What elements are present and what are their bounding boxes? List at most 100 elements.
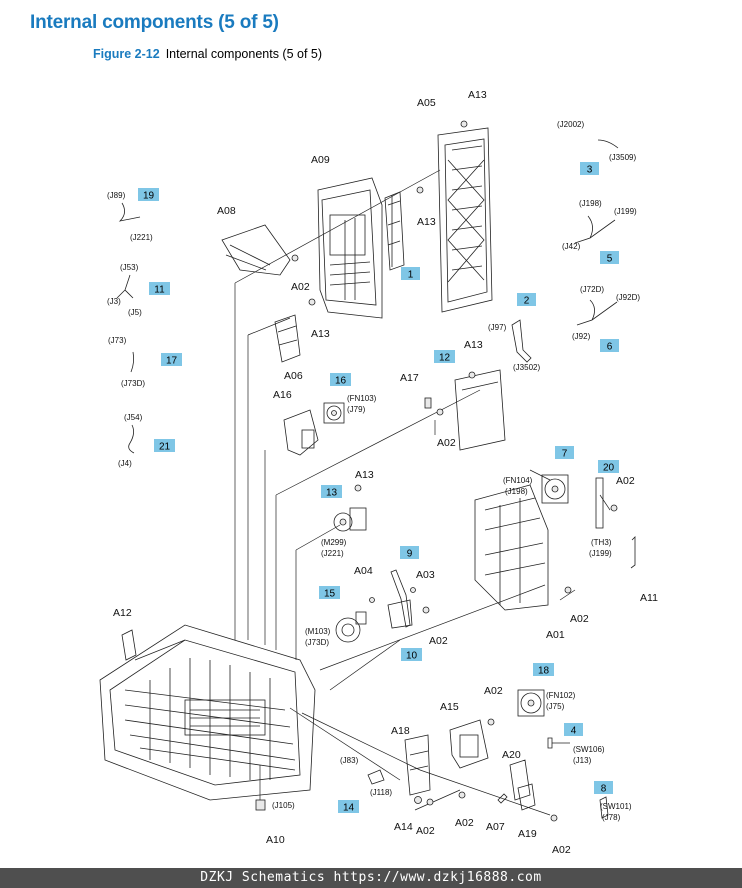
- part-12-board: [454, 369, 506, 451]
- label-j72d: (J72D): [580, 285, 604, 294]
- label-a02: A02: [552, 844, 571, 856]
- label-j53: (J53): [120, 263, 139, 272]
- part-a07: [497, 793, 508, 804]
- label-a03: A03: [416, 569, 435, 581]
- label-a02: A02: [291, 281, 310, 293]
- page-title: Internal components (5 of 5): [30, 12, 279, 33]
- callout-1: 1: [401, 267, 420, 281]
- connector-labels: (J2002) (J3509) (J89) (J221) (J198) (J19…: [107, 120, 640, 822]
- callout-20: 20: [598, 460, 619, 474]
- label-j75: (J75): [546, 702, 565, 711]
- label-fn104: (FN104): [503, 476, 533, 485]
- label-a02: A02: [570, 613, 589, 625]
- part-labels: A05 A13 A09 A08 A13 A02 A13 A06 A13 A17 …: [113, 89, 658, 856]
- label-a02: A02: [455, 817, 474, 829]
- exploded-parts-diagram: A05 A13 A09 A08 A13 A02 A13 A06 A13 A17 …: [99, 89, 658, 856]
- callout-7: 7: [555, 446, 574, 460]
- part-20-thermistor: [595, 477, 604, 529]
- svg-text:9: 9: [407, 549, 413, 560]
- callout-12: 12: [434, 350, 455, 364]
- part-a08-plate: [221, 224, 291, 276]
- label-a02: A02: [484, 685, 503, 697]
- label-sw101: (SW101): [600, 802, 632, 811]
- svg-text:6: 6: [607, 342, 613, 353]
- label-j92d: (J92D): [616, 293, 640, 302]
- label-j221: (J221): [321, 549, 344, 558]
- part-16-fan: [323, 402, 345, 424]
- label-a01: A01: [546, 629, 565, 641]
- callout-19: 19: [138, 188, 159, 202]
- label-j3509: (J3509): [609, 153, 636, 162]
- label-a08: A08: [217, 205, 236, 217]
- label-a05: A05: [417, 97, 436, 109]
- callout-6: 6: [600, 339, 619, 353]
- part-a10: [255, 799, 266, 811]
- svg-text:15: 15: [324, 589, 336, 600]
- svg-text:7: 7: [562, 449, 568, 460]
- label-j3: (J3): [107, 297, 121, 306]
- part-7-fan: [541, 474, 569, 504]
- label-j198: (J198): [579, 199, 602, 208]
- callout-13: 13: [321, 485, 342, 499]
- label-j13: (J13): [573, 756, 592, 765]
- label-m103: (M103): [305, 627, 331, 636]
- part-10-bracket: [387, 599, 413, 629]
- svg-text:4: 4: [571, 726, 577, 737]
- label-j89: (J89): [107, 191, 126, 200]
- callout-5: 5: [600, 251, 619, 265]
- label-sw106: (SW106): [573, 745, 605, 754]
- svg-text:2: 2: [524, 296, 530, 307]
- svg-text:17: 17: [166, 356, 178, 367]
- callout-10: 10: [401, 648, 422, 662]
- label-a09: A09: [311, 154, 330, 166]
- label-j198: (J198): [505, 487, 528, 496]
- part-main-chassis: [99, 624, 316, 801]
- label-a20: A20: [502, 749, 521, 761]
- callout-17: 17: [161, 353, 182, 367]
- callout-18: 18: [533, 663, 554, 677]
- label-j79: (J79): [347, 405, 366, 414]
- svg-text:5: 5: [607, 254, 613, 265]
- label-a14: A14: [394, 821, 413, 833]
- svg-text:11: 11: [154, 285, 165, 296]
- part-8-switch: [599, 796, 609, 819]
- label-j199: (J199): [589, 549, 612, 558]
- part-a06-bracket: [274, 314, 301, 363]
- label-j3502: (J3502): [513, 363, 540, 372]
- svg-text:16: 16: [335, 376, 347, 387]
- callout-16: 16: [330, 373, 351, 387]
- label-th3: (TH3): [591, 538, 612, 547]
- label-j42: (J42): [562, 242, 581, 251]
- part-15-motor: [335, 611, 367, 643]
- label-j118: (J118): [370, 788, 392, 797]
- figure-number: Figure 2-12: [93, 47, 160, 61]
- part-13-motor: [333, 507, 367, 532]
- label-a13: A13: [468, 89, 487, 101]
- label-a02: A02: [416, 825, 435, 837]
- label-m299: (M299): [321, 538, 347, 547]
- callout-4: 4: [564, 723, 583, 737]
- part-a18-bracket: [404, 734, 431, 796]
- svg-text:20: 20: [603, 463, 615, 474]
- label-j5: (J5): [128, 308, 142, 317]
- svg-text:3: 3: [587, 165, 593, 176]
- part-14-clip: [367, 769, 385, 785]
- part-2-cable: [511, 319, 532, 363]
- label-j73: (J73): [108, 336, 127, 345]
- label-j105: (J105): [272, 801, 295, 810]
- label-j2002: (J2002): [557, 120, 584, 129]
- watermark-footer: DZKJ Schematics https://www.dzkj16888.co…: [0, 868, 742, 888]
- part-a14: [414, 796, 422, 804]
- label-a13: A13: [464, 339, 483, 351]
- part-1-bracket: [384, 191, 405, 271]
- part-a16-duct: [283, 409, 319, 456]
- label-j54: (J54): [124, 413, 143, 422]
- label-a12: A12: [113, 607, 132, 619]
- callout-9: 9: [400, 546, 419, 560]
- label-a04: A04: [354, 565, 373, 577]
- callout-14: 14: [338, 800, 359, 814]
- svg-text:21: 21: [159, 442, 171, 453]
- label-j4: (J4): [118, 459, 132, 468]
- label-a11: A11: [640, 592, 658, 604]
- label-a13: A13: [311, 328, 330, 340]
